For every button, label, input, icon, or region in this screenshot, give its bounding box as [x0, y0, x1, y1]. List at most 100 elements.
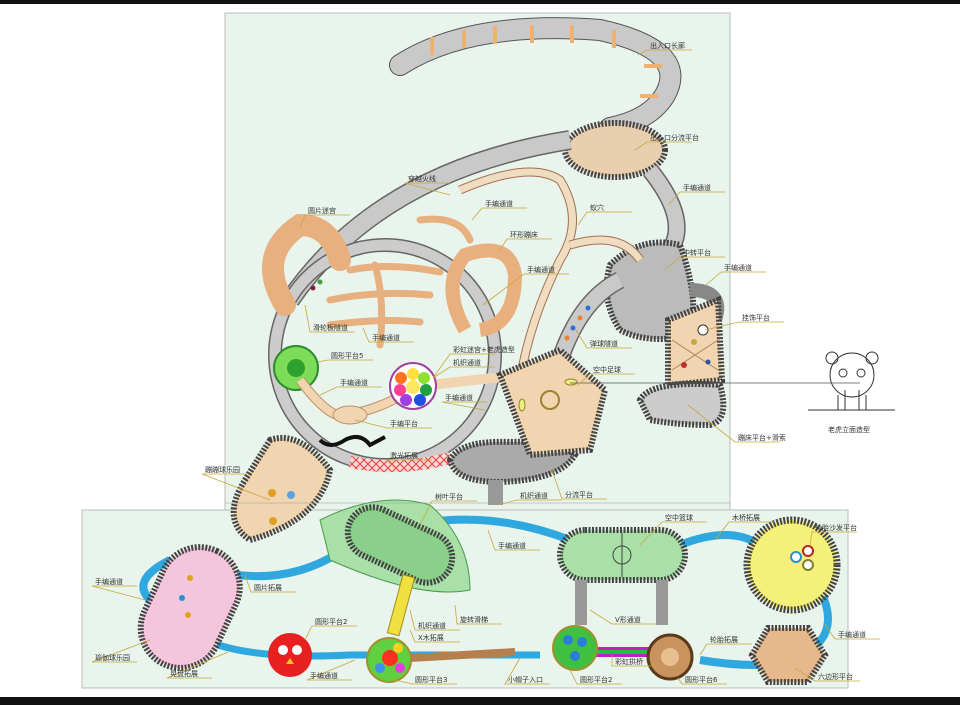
label-fire-line: 穿越火线	[408, 174, 436, 183]
label-sky-basketball: 空中篮球	[665, 513, 693, 522]
label-yoga-ball-park: 瑜伽球乐园	[95, 653, 130, 662]
blue-path-main	[139, 515, 763, 603]
crawl-platform	[332, 405, 368, 425]
label-rainbow-bridge: 彩虹拱桥	[615, 657, 643, 666]
leader-line	[304, 625, 357, 641]
bottom-letterbox-bar	[0, 697, 960, 705]
label-ornament-platform: 挂饰平台	[742, 313, 770, 322]
leader-line	[441, 401, 487, 411]
label-ball-pool-paw: 蹦蹦球乐园	[205, 465, 240, 474]
leader-line	[362, 327, 414, 343]
leader-line	[91, 585, 146, 601]
label-tree-platform: 树叶平台	[435, 492, 463, 501]
leader-line	[575, 329, 632, 349]
leader-line	[354, 419, 432, 429]
tree-platform	[344, 504, 456, 586]
label-crawl-channel-right-mid: 手编通道	[724, 263, 752, 272]
label-net-platform-slide: 蹦床平台+滑索	[738, 433, 786, 442]
leader-line	[664, 256, 725, 271]
leader-line	[409, 629, 460, 643]
tiger-stripes	[326, 215, 474, 349]
label-crawl-channel-eye-left: 手编通道	[340, 378, 368, 387]
v-channel-left	[575, 580, 587, 625]
leader-line	[419, 500, 477, 526]
label-crawl-channel-left: 手编通道	[95, 577, 123, 586]
leader-line	[569, 669, 622, 685]
label-tire-bridge: 轮胎拓展	[710, 635, 738, 644]
leader-line	[667, 191, 725, 206]
label-entrance-split-platform: 出入口分流平台	[650, 133, 699, 142]
label-x-wood-bridge: X木拓展	[418, 633, 444, 642]
tire-sand-platform	[743, 516, 841, 614]
label-v-channel: V形通道	[615, 615, 641, 624]
leader-line	[577, 211, 632, 226]
leader-line	[611, 655, 657, 667]
leader-line	[299, 214, 350, 229]
brown-path	[409, 648, 516, 662]
label-crawl-channel-blue: 手编通道	[498, 541, 526, 550]
label-ear-maze: 圆片迷宫	[308, 206, 336, 215]
label-ball-tunnel: 弹球隧道	[590, 339, 618, 348]
tiger-elevation-caption: 老虎立面造型	[828, 425, 870, 434]
label-round-platform-3: 圆形平台3	[415, 675, 447, 684]
leader-line	[201, 473, 271, 501]
leader-line	[704, 321, 784, 331]
x-wood-bridge	[386, 574, 416, 637]
label-laser-bridge: 激光拓展	[390, 451, 418, 460]
label-bead-tunnel: 滑轮板隧道	[313, 323, 348, 332]
leader-line	[794, 667, 860, 682]
leader-line	[714, 521, 774, 541]
label-crawl-channel-face: 手编通道	[372, 333, 400, 342]
label-mech-channel-split: 机织通道	[520, 491, 548, 500]
whisker	[318, 434, 386, 448]
leader-line	[306, 659, 356, 681]
top-letterbox-bar	[0, 0, 960, 4]
leader-line	[409, 609, 460, 631]
round-platform-2-cells	[552, 625, 598, 671]
leader-line	[637, 49, 692, 56]
label-round-platform-6: 圆形平台6	[685, 675, 718, 684]
leader-line	[497, 499, 562, 506]
laser-bridge	[348, 452, 452, 473]
label-split-platform: 分流平台	[565, 490, 593, 499]
round-platform-2-bird	[268, 633, 312, 677]
leader-line	[394, 679, 457, 685]
leader-line	[482, 273, 569, 306]
label-spin-slide: 旋转滑梯	[460, 615, 488, 624]
leader-line	[589, 609, 657, 625]
leader-line	[577, 373, 635, 386]
tiger-elevation-icon	[825, 351, 879, 410]
net-platform	[636, 381, 727, 429]
ball-pool-paw	[230, 435, 334, 544]
label-mid-platform: 中转平台	[683, 248, 711, 257]
entrance-split-platform	[562, 120, 668, 180]
label-round-platform-2: 圆形平台2	[580, 675, 612, 684]
leader-line	[404, 182, 451, 196]
label-disc-bridge: 圆片拓展	[254, 583, 282, 592]
label-sky-soccer: 空中足球	[593, 365, 621, 374]
leader-line	[504, 657, 550, 685]
sky-soccer-platform	[496, 346, 609, 459]
label-crawl-channel-bottom: 手编通道	[310, 671, 338, 680]
label-crawl-platform: 手编平台	[390, 419, 418, 428]
label-crawl-channel-upper: 手编通道	[485, 199, 513, 208]
label-crawl-channel-right-top: 手编通道	[683, 183, 711, 192]
label-round-platform-2-bird: 圆形平台2	[315, 617, 347, 626]
ring-net	[445, 243, 523, 337]
label-cave: 蚁穴	[590, 203, 604, 212]
leader-line	[809, 531, 857, 546]
label-hexagon-platform: 六边形平台	[818, 672, 853, 681]
yoga-ball-park	[137, 544, 243, 671]
leader-line	[705, 271, 766, 286]
leader-line	[634, 141, 692, 151]
label-entrance-corridor: 出入口长廊	[650, 41, 685, 50]
label-mech-channel-eye: 机织通道	[453, 358, 481, 367]
label-round-platform-5: 圆形平台5	[331, 351, 363, 360]
leader-line	[699, 643, 752, 656]
leader-line	[687, 404, 780, 443]
leader-line	[432, 353, 495, 379]
leader-line	[317, 359, 373, 363]
ear-maze	[262, 213, 351, 316]
rainbow-maze	[389, 362, 437, 410]
hexagon-platform	[748, 625, 829, 685]
